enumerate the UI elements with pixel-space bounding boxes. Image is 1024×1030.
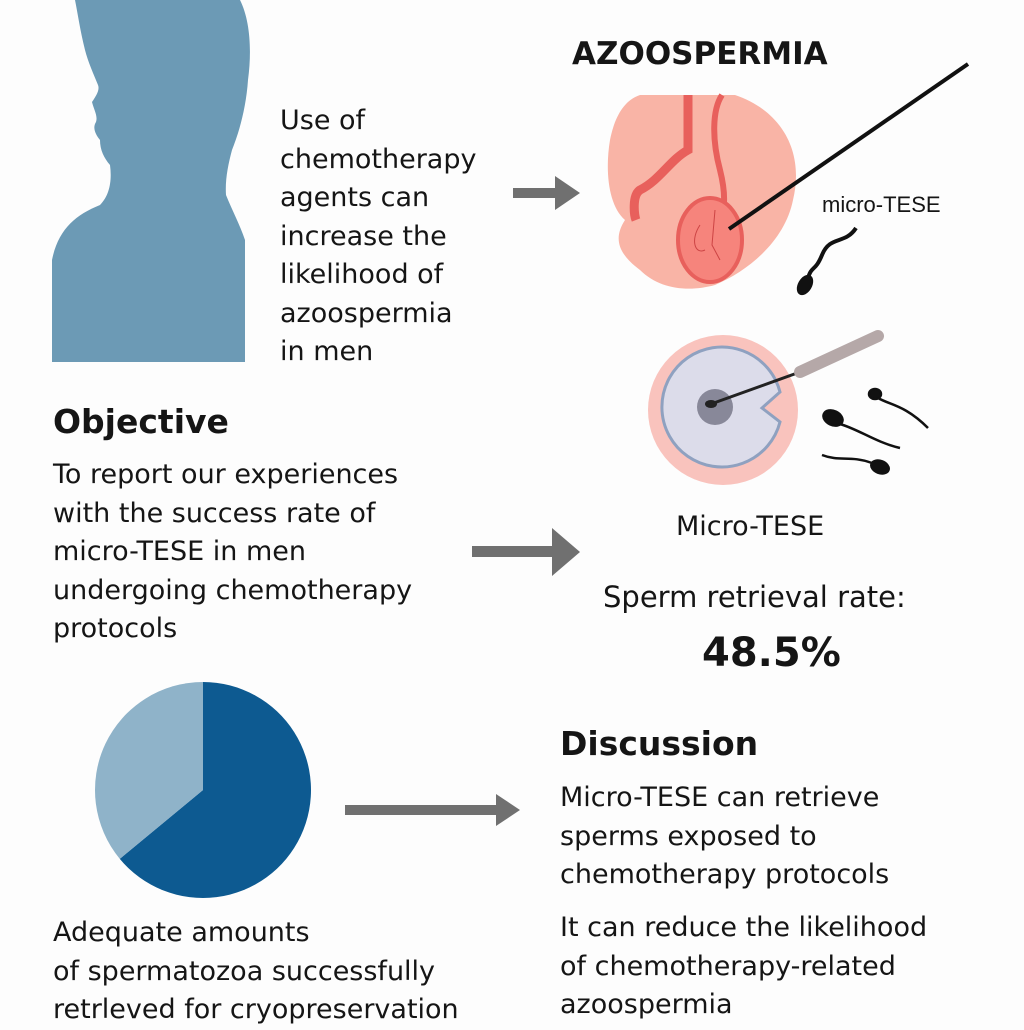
objective-line: protocols [53,613,178,644]
discussion-heading: Discussion [560,724,759,763]
arrow-3 [345,794,520,826]
intro-line: likelihood of [280,259,444,290]
discussion-para-2: It can reduce the likelihood of chemothe… [560,909,927,1025]
discussion-line: azoospermia [560,989,733,1020]
intro-text: Use of chemotherapy agents can increase … [280,102,476,372]
objective-text: To report our experiences with the succe… [53,456,412,649]
rate-value: 48.5% [702,630,841,676]
discussion-line: Micro-TESE can retrieve [560,782,880,813]
objective-line: with the success rate of [53,497,376,529]
intro-line: chemotherapy [280,143,477,175]
discussion-para-1: Micro-TESE can retrieve sperms exposed t… [560,779,889,895]
procedure-label: Micro-TESE [676,511,825,542]
micro-tese-label: micro-TESE [822,192,941,217]
pie-slice-dark [119,682,311,898]
intro-line: azoospermia [280,297,453,329]
discussion-line: It can reduce the likelihood [560,912,928,943]
objective-heading: Objective [53,402,229,441]
discussion-line: of chemotherapy-related [560,950,896,982]
discussion-line: sperms exposed to [560,820,817,852]
pie-chart [95,682,311,898]
pie-caption: Adequate amounts of spermatozoa successf… [53,914,459,1030]
rate-label: Sperm retrieval rate: [603,580,906,614]
intro-line: agents can [280,182,430,213]
objective-line: undergoing chemotherapy [53,574,413,606]
intro-line: in men [280,336,374,367]
testis-illustration [607,62,970,296]
caption-line: Adequate amounts [53,917,310,948]
title: AZOOSPERMIA [572,36,828,72]
discussion-line: chemotherapy protocols [560,859,890,890]
intro-line: Use of [280,105,366,136]
intro-line: increase the [280,220,447,252]
pie-slice-light [95,682,203,859]
objective-line: To report our experiences [53,459,399,490]
objective-line: micro-TESE in men [53,536,306,567]
caption-line: retrleved for cryopreservation [53,994,459,1025]
egg-injection-illustration [648,330,929,485]
man-silhouette [52,0,250,362]
caption-line: of spermatozoa successfully [53,955,436,987]
arrow-2 [472,528,580,576]
arrow-1 [513,176,580,210]
